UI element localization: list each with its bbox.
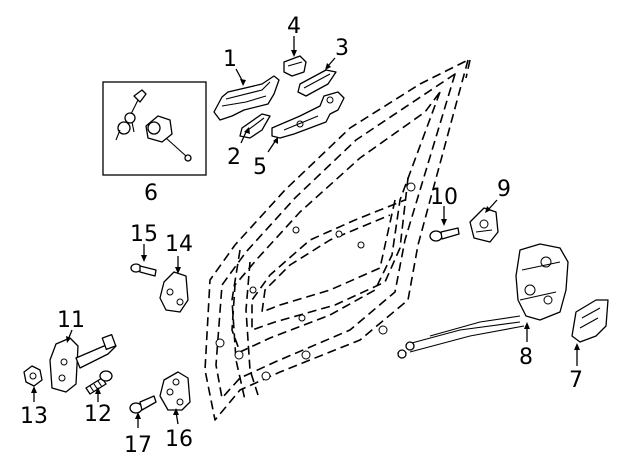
callout-numbers: 1 2 3 4 5 6 7 8 9 10 11 12 13 14 15 16 1… — [20, 14, 583, 458]
check-bolt — [85, 370, 113, 395]
callout-17: 17 — [124, 433, 152, 458]
door-frame-holes — [215, 182, 416, 381]
callout-11: 11 — [57, 308, 85, 333]
upper-hinge — [159, 271, 189, 313]
handle-cover-large — [297, 69, 337, 97]
callout-5: 5 — [253, 155, 267, 180]
latch-cover — [571, 299, 609, 343]
callout-4: 4 — [287, 14, 301, 39]
callout-8: 8 — [519, 345, 533, 370]
lower-hinge-bolt — [129, 395, 157, 414]
callout-1: 1 — [223, 47, 237, 72]
lower-hinge — [159, 371, 191, 411]
callout-13: 13 — [20, 404, 48, 429]
callout-2: 2 — [227, 145, 241, 170]
outside-door-handle — [213, 75, 280, 121]
handle-clip — [283, 55, 307, 77]
callout-3: 3 — [335, 36, 349, 61]
callout-12: 12 — [84, 402, 112, 427]
door-striker — [469, 207, 499, 243]
door-latch-actuator — [397, 243, 569, 359]
callout-10: 10 — [430, 185, 458, 210]
door-frame — [204, 59, 471, 421]
leader-lines — [31, 36, 580, 428]
handle-bracket — [271, 91, 345, 139]
door-check — [49, 334, 117, 393]
upper-hinge-bolt — [130, 263, 157, 277]
check-nut — [23, 365, 43, 387]
striker-screw — [429, 227, 460, 242]
callout-6: 6 — [144, 181, 158, 206]
callout-16: 16 — [165, 427, 193, 452]
callout-14: 14 — [165, 232, 193, 257]
callout-15: 15 — [130, 222, 158, 247]
lock-cylinder-kit — [102, 81, 207, 176]
callout-9: 9 — [497, 177, 511, 202]
callout-7: 7 — [569, 368, 583, 393]
